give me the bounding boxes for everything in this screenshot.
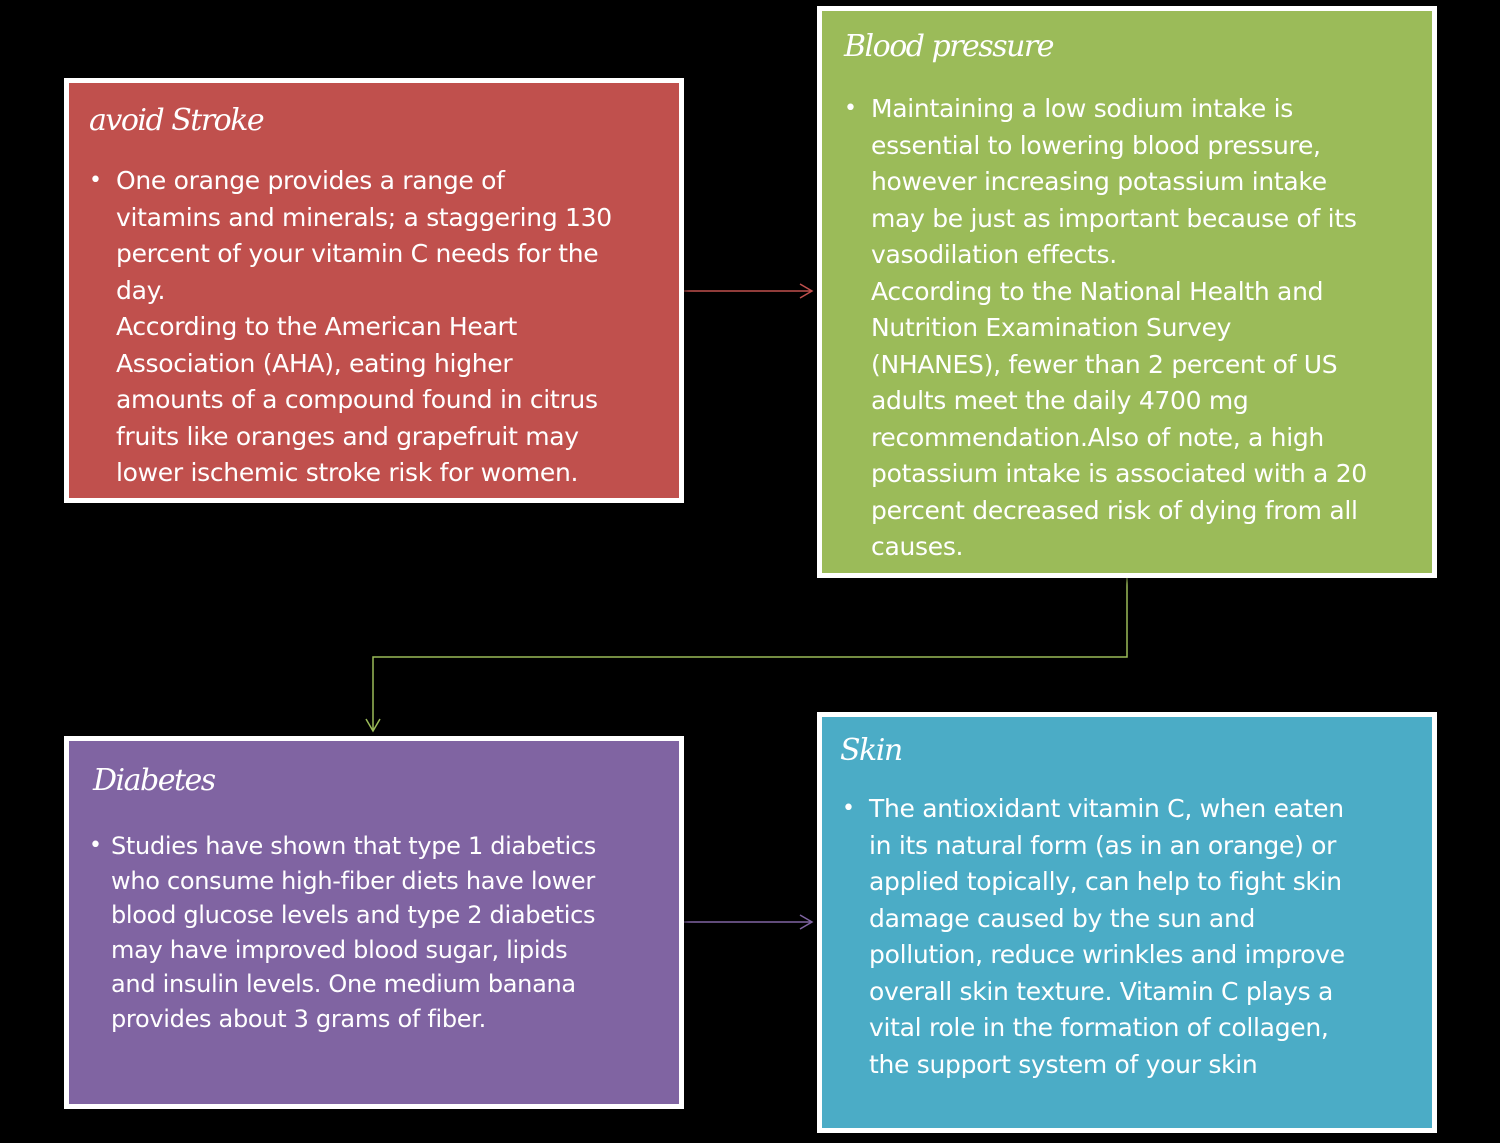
skin-title: Skin <box>840 733 903 768</box>
stroke-title: avoid Stroke <box>89 103 265 138</box>
stroke-box: avoid Stroke • One orange provides a ran… <box>64 78 684 503</box>
bullet-icon: • <box>842 796 855 821</box>
blood-pressure-body: • Maintaining a low sodium intake is ess… <box>844 91 1429 566</box>
blood-pressure-title: Blood pressure <box>844 29 1055 64</box>
diabetes-title: Diabetes <box>93 763 216 798</box>
skin-text: The antioxidant vitamin C, when eaten in… <box>869 794 1345 1079</box>
skin-box: Skin • The antioxidant vitamin C, when e… <box>817 712 1437 1133</box>
arrow-stroke-to-blood-pressure <box>684 283 814 299</box>
stroke-bullet-item: • One orange provides a range of vitamin… <box>89 163 669 492</box>
skin-bullet-item: • The antioxidant vitamin C, when eaten … <box>842 791 1427 1083</box>
skin-body: • The antioxidant vitamin C, when eaten … <box>842 791 1427 1083</box>
bullet-icon: • <box>89 833 102 858</box>
bullet-icon: • <box>89 168 102 193</box>
arrow-blood-pressure-to-diabetes <box>365 578 1128 733</box>
blood-pressure-text: Maintaining a low sodium intake is essen… <box>871 94 1367 561</box>
diabetes-bullet-item: • Studies have shown that type 1 diabeti… <box>89 829 659 1036</box>
blood-pressure-box: Blood pressure • Maintaining a low sodiu… <box>817 6 1437 578</box>
stroke-text: One orange provides a range of vitamins … <box>116 166 612 487</box>
stroke-body: • One orange provides a range of vitamin… <box>89 163 669 492</box>
diabetes-box: Diabetes • Studies have shown that type … <box>64 736 684 1109</box>
arrow-diabetes-to-skin <box>684 914 814 930</box>
diabetes-text: Studies have shown that type 1 diabetics… <box>111 832 596 1033</box>
diabetes-body: • Studies have shown that type 1 diabeti… <box>89 829 659 1036</box>
blood-pressure-bullet-item: • Maintaining a low sodium intake is ess… <box>844 91 1429 566</box>
bullet-icon: • <box>844 96 857 121</box>
